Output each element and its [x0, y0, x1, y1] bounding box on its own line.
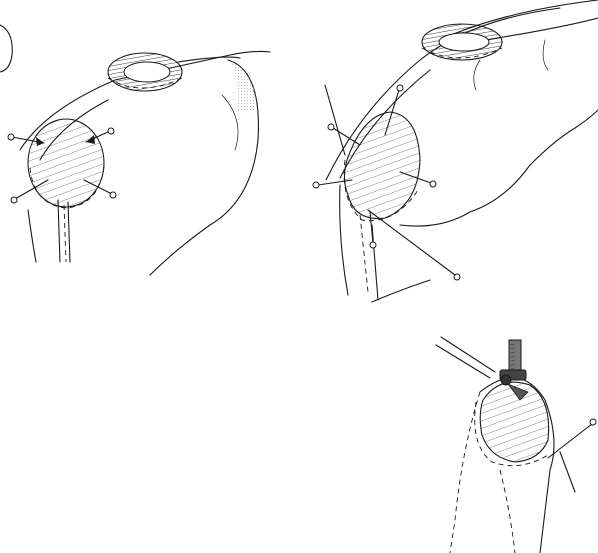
guide-line [325, 85, 345, 155]
pin-guide-end [454, 274, 460, 280]
pin-right [548, 419, 596, 492]
panel-top-right [313, 0, 598, 302]
hem-contour [372, 280, 430, 302]
sleeve-top-edge [436, 345, 490, 378]
panel-top-left [0, 25, 270, 275]
front-seam-stitch [64, 205, 66, 262]
panel-bottom-right [436, 337, 596, 553]
body-lower-contour [400, 110, 598, 226]
elbow-patch [480, 382, 548, 462]
elbow-patch [28, 119, 104, 207]
back-body [485, 18, 598, 40]
edge-circle-fragment [0, 25, 12, 72]
pin-left-upper [328, 124, 360, 145]
elbow-patch [344, 112, 420, 219]
collar-opening [124, 62, 170, 82]
collar-opening [439, 33, 489, 51]
front-seam [58, 200, 60, 262]
sleeve-bottom-line [540, 470, 550, 553]
